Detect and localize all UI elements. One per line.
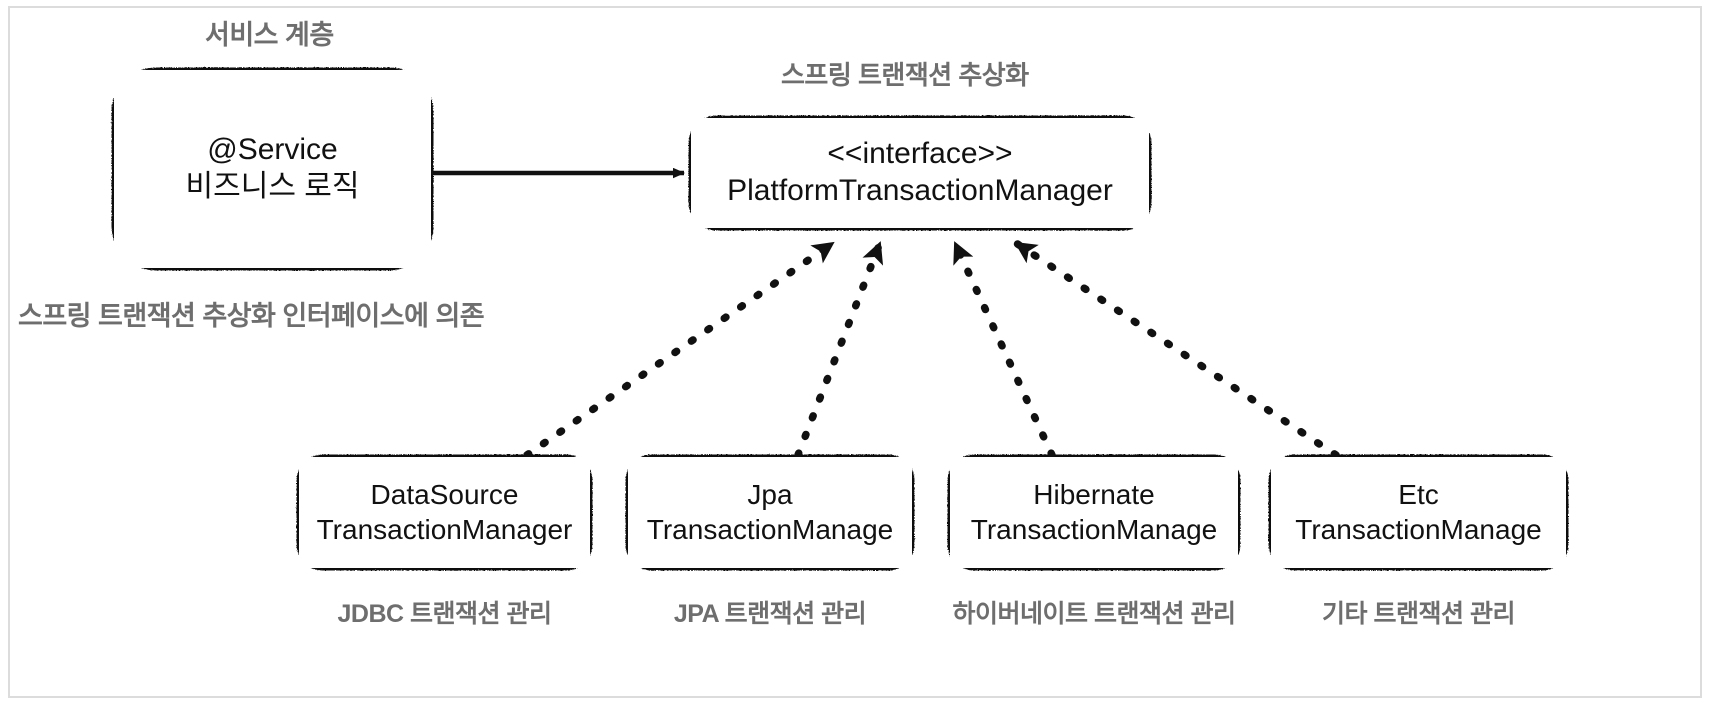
edge-impl-3-to-interface xyxy=(1012,239,1340,459)
edge-impl-2-to-interface xyxy=(951,239,1056,459)
impl-node-etc-transaction-manager[interactable]: Etc TransactionManage xyxy=(1271,457,1566,568)
impl-node-jpa-transaction-manager[interactable]: Jpa TransactionManage xyxy=(628,457,912,568)
service-node-label: @Service 비즈니스 로직 xyxy=(185,133,360,203)
impl-caption-hibernate: 하이버네이트 트랜잭션 관리 xyxy=(952,600,1236,628)
impl-caption-jdbc: JDBC 트랜잭션 관리 xyxy=(337,600,552,628)
impl-caption-jpa: JPA 트랜잭션 관리 xyxy=(673,600,867,628)
impl-node-datasource-transaction-manager[interactable]: DataSource TransactionManager xyxy=(299,457,590,568)
interface-node-label: <<interface>> PlatformTransactionManager xyxy=(727,137,1113,207)
impl-caption-etc: 기타 트랜잭션 관리 xyxy=(1322,600,1515,628)
edge-impl-0-to-interface xyxy=(523,239,837,459)
label-spring-transaction-abstraction: 스프링 트랜잭션 추상화 xyxy=(781,60,1029,90)
label-depends-on-abstraction-interface: 스프링 트랜잭션 추상화 인터페이스에 의존 xyxy=(18,301,485,331)
impl-node-label-3: Etc TransactionManage xyxy=(1295,479,1542,545)
edge-impl-1-to-interface xyxy=(794,239,884,459)
impl-node-hibernate-transaction-manager[interactable]: Hibernate TransactionManage xyxy=(950,457,1238,568)
service-node[interactable]: @Service 비즈니스 로직 xyxy=(114,70,431,268)
impl-node-label-0: DataSource TransactionManager xyxy=(316,479,573,545)
interface-node[interactable]: <<interface>> PlatformTransactionManager xyxy=(691,118,1149,228)
impl-node-label-2: Hibernate TransactionManage xyxy=(970,479,1218,545)
impl-node-label-1: Jpa TransactionManage xyxy=(646,479,894,545)
label-service-layer: 서비스 계층 xyxy=(205,20,334,50)
